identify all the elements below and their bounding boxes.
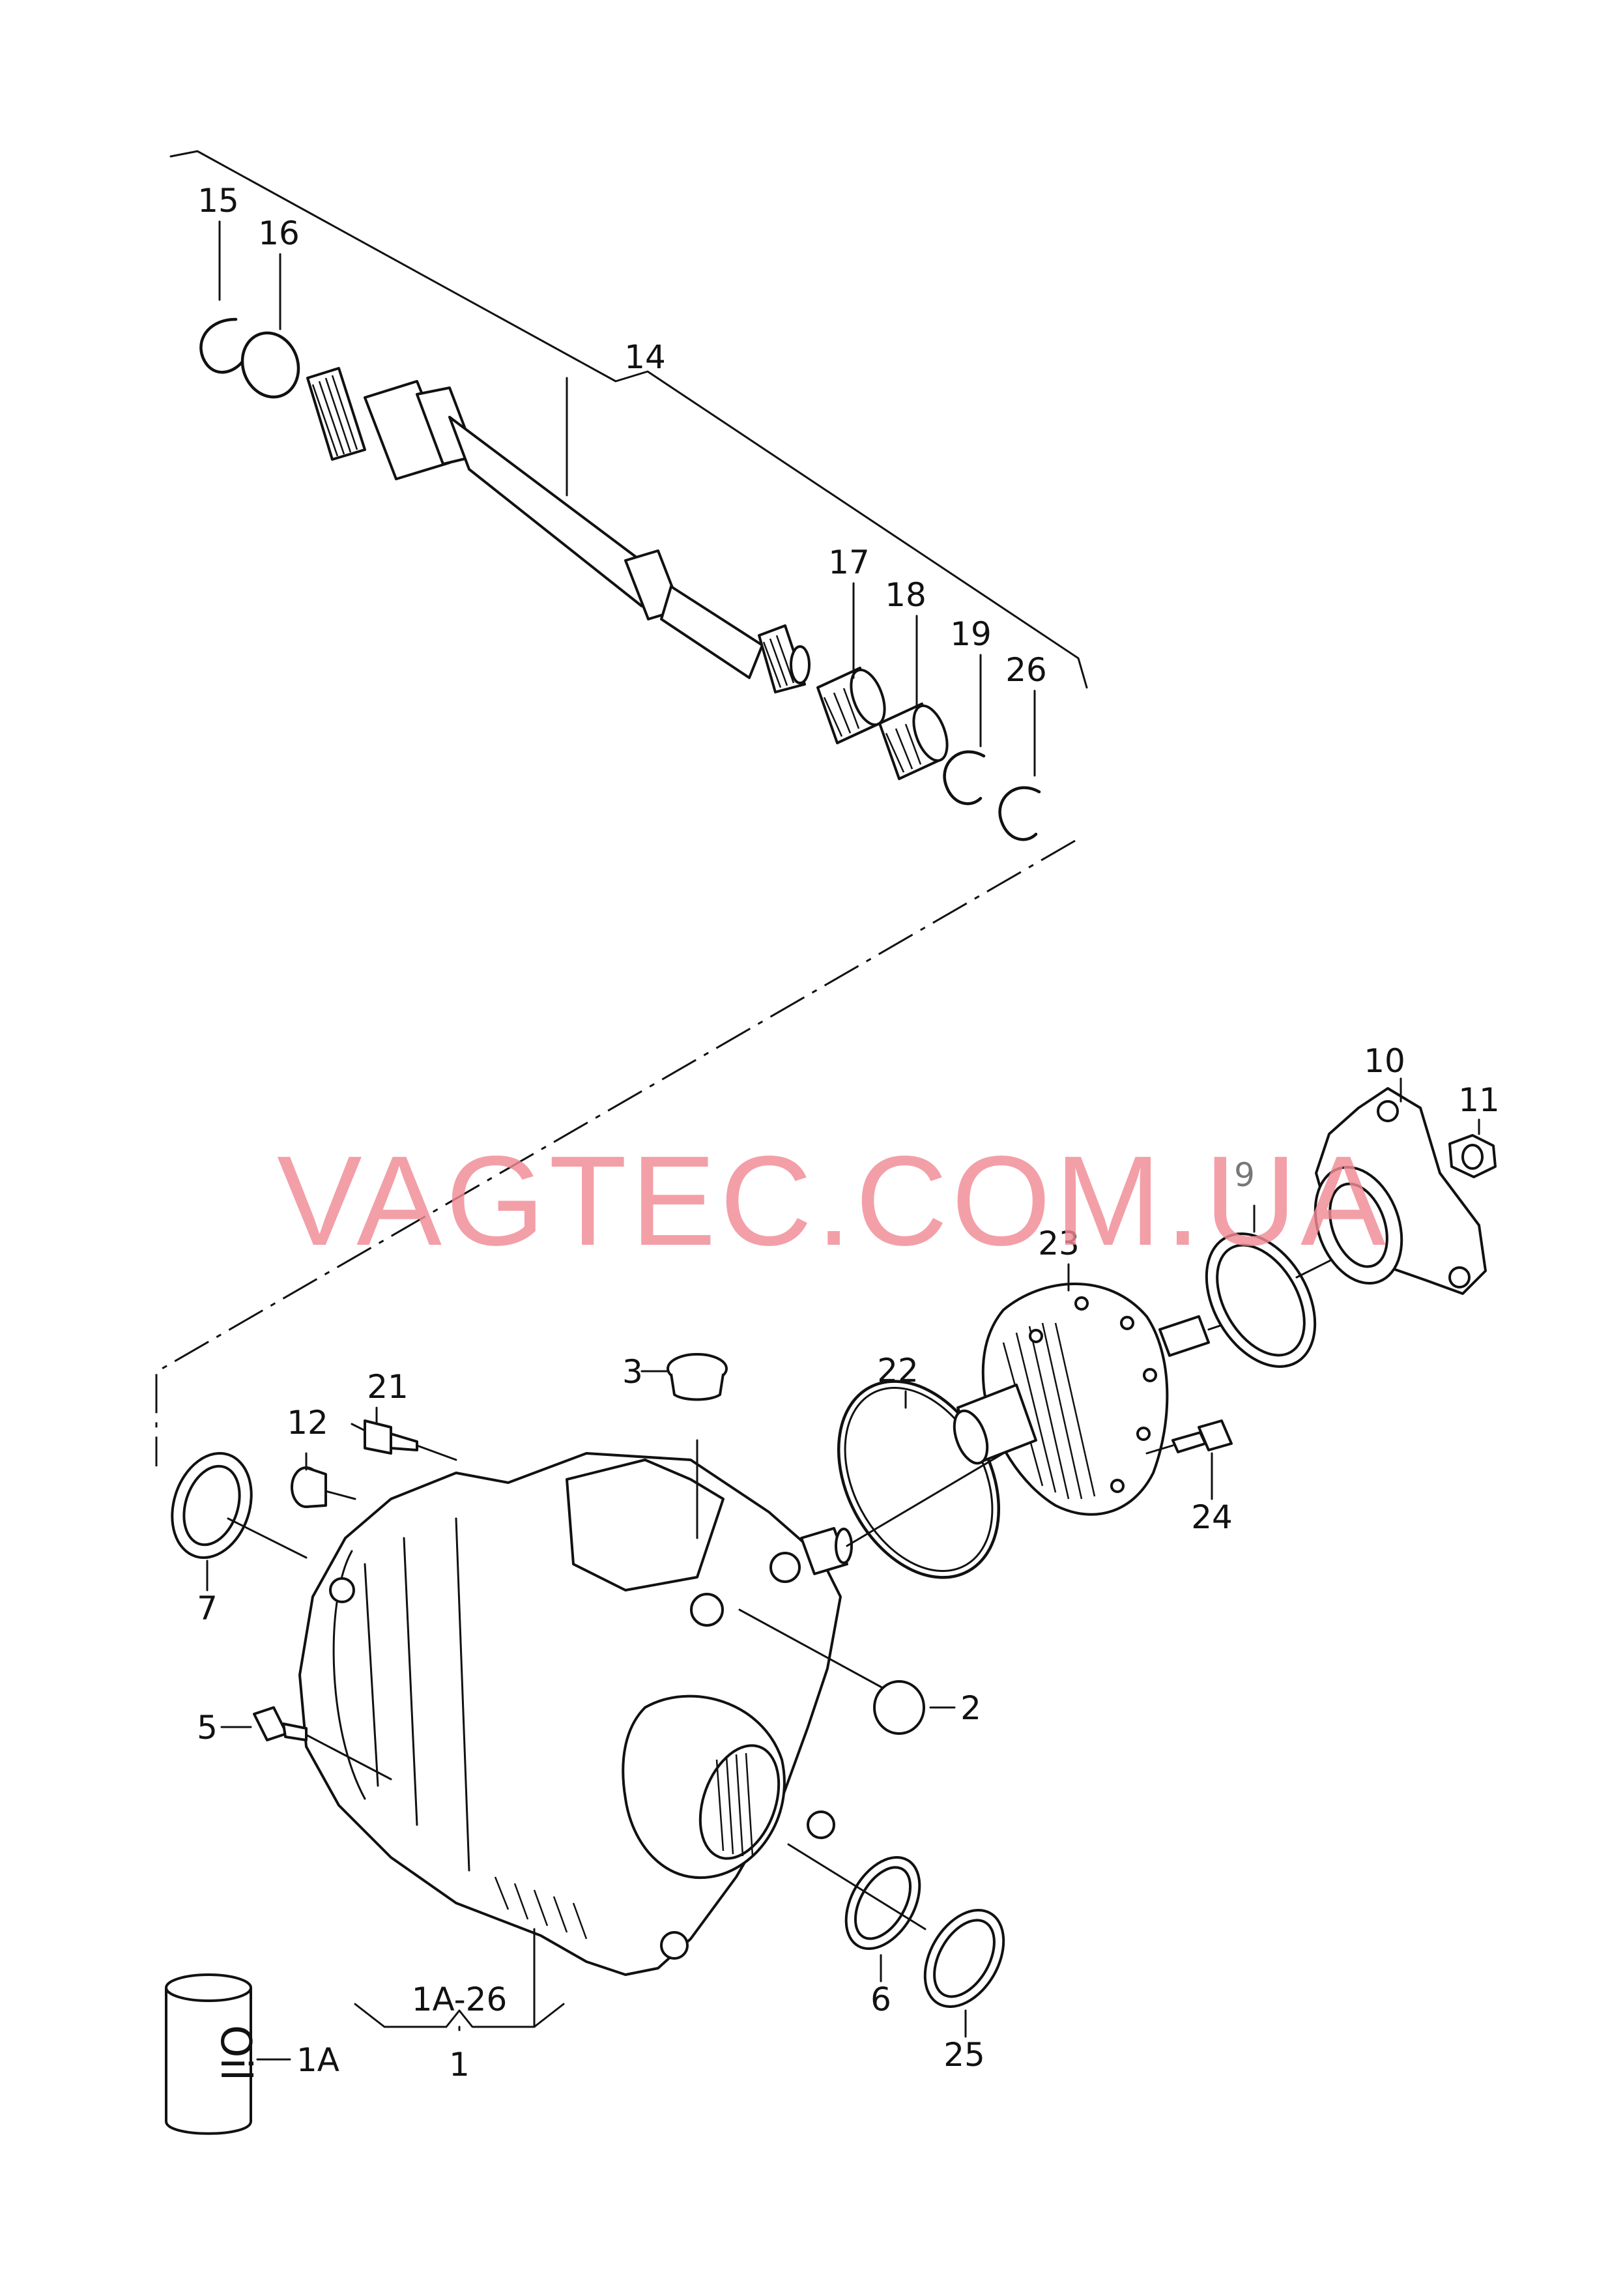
shaft-group-bracket: [155, 150, 1088, 1466]
callout-22: 22: [877, 1352, 919, 1389]
seal-ring-7: [171, 1451, 308, 1560]
nut-11: [1448, 1134, 1497, 1178]
watermark-text: VAGTEC.COM.UA: [277, 1129, 1390, 1272]
drive-shaft: [306, 367, 811, 693]
callout-10: 10: [1364, 1042, 1405, 1080]
callout-23: 23: [1038, 1225, 1080, 1262]
oil-can-icon: Oil: [165, 1973, 259, 2135]
ring-gear-23: [953, 1283, 1239, 1516]
seal-ring-25: [923, 1909, 1005, 2008]
callout-24: 24: [1191, 1498, 1233, 1536]
snap-ring-16: [240, 331, 300, 399]
callout-21: 21: [367, 1368, 409, 1406]
callout-5: 5: [197, 1709, 218, 1747]
bolt-5: [253, 1706, 392, 1780]
leader-lines: [206, 220, 1480, 2061]
needle-bearing-18: [878, 703, 949, 780]
callout-2: 2: [960, 1689, 981, 1727]
callout-11: 11: [1458, 1081, 1500, 1119]
callout-1A-26: 1A-26: [412, 1981, 508, 2018]
callout-19: 19: [950, 615, 992, 653]
callout-25: 25: [943, 2036, 985, 2074]
callout-14: 14: [624, 338, 666, 376]
shaft-seal-9: [1205, 1232, 1350, 1368]
callout-1: 1: [449, 2046, 470, 2084]
callout-labels: 15 16 14 17 18 19 26 10 11 9 23 22 3 21 …: [197, 182, 1500, 2084]
transfer-case-housing: [298, 1439, 853, 1976]
bolt-24: [1145, 1419, 1233, 1455]
callout-1A: 1A: [296, 2041, 339, 2079]
callout-15: 15: [197, 182, 239, 220]
callout-17: 17: [828, 544, 870, 581]
cap-3: [667, 1353, 728, 1401]
cap-2: [738, 1608, 925, 1735]
snap-ring-15: [199, 317, 244, 374]
callout-12: 12: [287, 1404, 328, 1442]
seal-ring-6: [787, 1843, 926, 1951]
callout-9: 9: [1234, 1156, 1255, 1194]
callout-18: 18: [885, 576, 926, 614]
flange-10: [1314, 1087, 1487, 1295]
bolt-21: [351, 1419, 457, 1461]
plug-12: [291, 1466, 356, 1508]
callout-7: 7: [197, 1590, 218, 1627]
circlip-19: [943, 750, 986, 806]
callout-3: 3: [622, 1353, 643, 1391]
callout-26: 26: [1005, 651, 1047, 689]
circlip-26: [998, 786, 1041, 841]
callout-16: 16: [258, 214, 300, 252]
oil-can-text: Oil: [211, 2025, 259, 2081]
callout-6: 6: [870, 1981, 891, 2018]
